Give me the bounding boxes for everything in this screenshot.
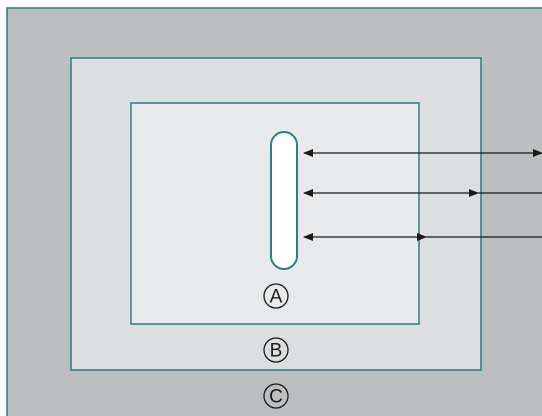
label-c: C	[269, 387, 283, 408]
vertical-slot	[270, 131, 298, 270]
label-b-marker: B	[263, 337, 289, 363]
label-c-marker: C	[263, 383, 289, 409]
label-a-marker: A	[263, 283, 289, 309]
label-c-circle	[263, 383, 289, 409]
label-b: B	[270, 341, 283, 362]
label-a: A	[270, 287, 283, 308]
label-a-circle	[263, 283, 289, 309]
label-b-circle	[263, 337, 289, 363]
arrow-group	[303, 149, 542, 241]
